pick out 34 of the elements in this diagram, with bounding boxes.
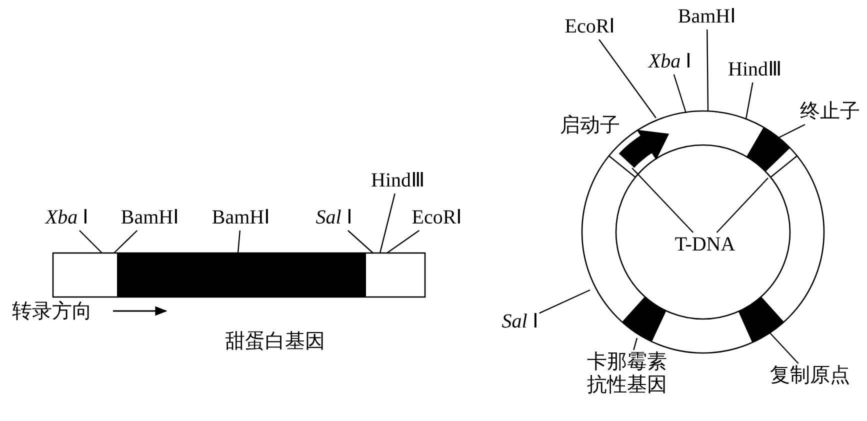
leader-line	[114, 230, 138, 254]
enzyme-site-label: Sal Ⅰ	[316, 206, 352, 230]
leader-line	[706, 30, 709, 111]
element-label: 卡那霉素抗性基因	[586, 351, 668, 397]
enzyme-site-label: HindⅢ	[371, 170, 425, 192]
enzyme-site-label: Xba Ⅰ	[45, 206, 89, 230]
leader-line	[673, 74, 687, 114]
leader-line	[778, 124, 806, 139]
enzyme-site-label: HindⅢ	[728, 58, 782, 82]
leader-line	[79, 230, 102, 254]
leader-line	[386, 230, 420, 254]
element-label: 启动子	[560, 114, 620, 138]
leader-line	[379, 193, 396, 254]
leader-line	[539, 289, 590, 314]
enzyme-site-label: Xba Ⅰ	[648, 50, 692, 74]
element-label: 复制原点	[770, 364, 850, 388]
enzyme-site-label: EcoRⅠ	[412, 206, 462, 230]
enzyme-site-label: Sal Ⅰ	[502, 310, 538, 334]
gene-label: 甜蛋白基因	[225, 330, 325, 354]
enzyme-site-label: EcoRⅠ	[564, 16, 616, 38]
enzyme-site-label: BamHⅠ	[120, 206, 180, 230]
leader-line	[770, 332, 799, 364]
enzyme-site-label: BamHⅠ	[212, 206, 270, 230]
element-label: 终止子	[800, 100, 860, 124]
leader-line	[633, 338, 638, 350]
leader-line	[237, 230, 241, 254]
leader-line	[348, 230, 374, 254]
region-label: T-DNA	[674, 234, 736, 256]
direction-label: 转录方向	[12, 300, 92, 324]
leader-line	[598, 39, 656, 118]
leader-line	[745, 82, 754, 120]
enzyme-site-label: BamHⅠ	[678, 6, 736, 28]
leader-line	[632, 168, 694, 233]
leader-line	[716, 178, 768, 233]
